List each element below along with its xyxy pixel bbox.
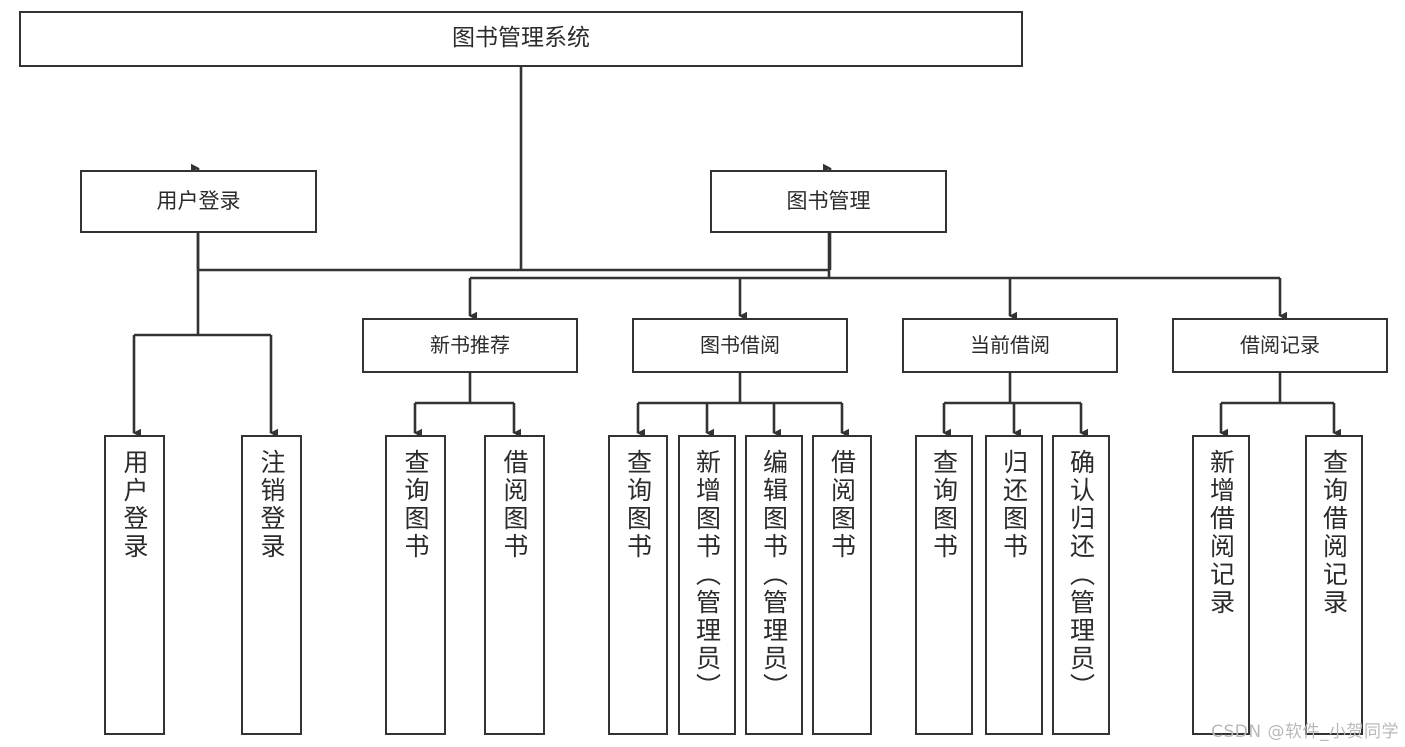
node-leaf-borrow-book-2[interactable]: 借阅图书 — [812, 435, 872, 735]
node-leaf-add-book-admin[interactable]: 新增图书（管理员） — [678, 435, 736, 735]
node-leaf-query-book-2[interactable]: 查询图书 — [608, 435, 668, 735]
node-leaf-edit-book-admin-label: 编辑图书（管理员） — [759, 449, 789, 701]
node-leaf-user-login-label: 用户登录 — [120, 449, 149, 561]
node-leaf-add-book-admin-label: 新增图书（管理员） — [692, 449, 722, 701]
node-leaf-borrow-book-2-label: 借阅图书 — [827, 449, 857, 561]
node-leaf-add-borrow-record-label: 新增借阅记录 — [1206, 449, 1236, 617]
node-leaf-add-borrow-record[interactable]: 新增借阅记录 — [1192, 435, 1250, 735]
node-leaf-query-borrow-record[interactable]: 查询借阅记录 — [1305, 435, 1363, 735]
node-level3-new-book-recommend-label: 新书推荐 — [430, 332, 510, 357]
node-leaf-logout-label: 注销登录 — [257, 449, 286, 561]
node-leaf-edit-book-admin[interactable]: 编辑图书（管理员） — [745, 435, 803, 735]
node-leaf-query-book-1[interactable]: 查询图书 — [385, 435, 446, 735]
node-level2-user-login-label: 用户登录 — [156, 189, 241, 214]
node-leaf-borrow-book-1-label: 借阅图书 — [500, 449, 529, 561]
node-leaf-query-book-3-label: 查询图书 — [929, 449, 959, 561]
node-level2-book-management-label: 图书管理 — [786, 189, 871, 214]
node-leaf-return-book[interactable]: 归还图书 — [985, 435, 1043, 735]
node-level2-user-login[interactable]: 用户登录 — [80, 170, 317, 233]
node-leaf-query-borrow-record-label: 查询借阅记录 — [1319, 449, 1349, 617]
node-leaf-borrow-book-1[interactable]: 借阅图书 — [484, 435, 545, 735]
node-leaf-query-book-2-label: 查询图书 — [623, 449, 653, 561]
node-level3-book-borrow[interactable]: 图书借阅 — [632, 318, 848, 373]
node-level3-current-borrow[interactable]: 当前借阅 — [902, 318, 1118, 373]
node-leaf-query-book-1-label: 查询图书 — [401, 449, 430, 561]
node-level3-borrow-record-label: 借阅记录 — [1240, 332, 1320, 357]
node-level3-current-borrow-label: 当前借阅 — [970, 332, 1050, 357]
node-level3-book-borrow-label: 图书借阅 — [700, 332, 780, 357]
node-level2-book-management[interactable]: 图书管理 — [710, 170, 947, 233]
node-leaf-query-book-3[interactable]: 查询图书 — [915, 435, 973, 735]
node-leaf-confirm-return-admin[interactable]: 确认归还（管理员） — [1052, 435, 1110, 735]
node-leaf-logout[interactable]: 注销登录 — [241, 435, 302, 735]
node-leaf-user-login[interactable]: 用户登录 — [104, 435, 165, 735]
node-leaf-return-book-label: 归还图书 — [999, 449, 1029, 561]
node-level3-borrow-record[interactable]: 借阅记录 — [1172, 318, 1388, 373]
node-root-label: 图书管理系统 — [452, 25, 590, 52]
node-leaf-confirm-return-admin-label: 确认归还（管理员） — [1066, 449, 1096, 701]
node-root[interactable]: 图书管理系统 — [19, 11, 1023, 67]
node-level3-new-book-recommend[interactable]: 新书推荐 — [362, 318, 578, 373]
watermark: CSDN @软件_小贺同学 — [1211, 722, 1399, 742]
